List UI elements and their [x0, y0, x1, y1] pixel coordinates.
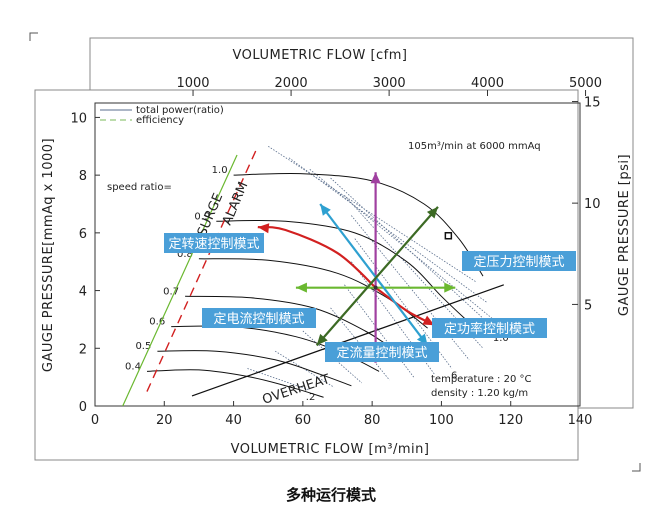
- legend-label: efficiency: [136, 115, 184, 126]
- mode-arrow-head: [320, 204, 331, 216]
- top-tick-label: 4000: [471, 76, 504, 91]
- mode-label-box: [164, 233, 264, 253]
- overheat-line: [191, 284, 504, 397]
- speed-curve-label: 1.0: [212, 165, 228, 176]
- main-frame: [34, 89, 579, 461]
- mode-arrow-head: [257, 223, 270, 234]
- power-line: [247, 368, 310, 391]
- speed-curve-label: 0.7: [163, 286, 179, 297]
- y-tick-label: 6: [79, 227, 87, 242]
- condition-temperature: temperature : 20 °C: [431, 374, 531, 385]
- mode-label: 定压力控制模式: [473, 255, 564, 270]
- speed-curve-label: 0.8: [177, 249, 193, 260]
- top-tick-label: 1000: [176, 76, 209, 91]
- mode-arrow-head: [426, 206, 438, 219]
- power-line: [309, 169, 494, 320]
- figure-caption: 多种运行模式: [285, 486, 376, 504]
- x-axis-title: VOLUMETRIC FLOW [m³/min]: [231, 442, 430, 457]
- rating-note: 105m³/min at 6000 mmAq: [408, 141, 541, 152]
- x-tick-label: 100: [429, 413, 454, 428]
- mode-arrow-line: [319, 203, 429, 347]
- mode-arrow-head: [370, 172, 381, 184]
- operating-point: [373, 285, 378, 290]
- speed-curve-label: 0.5: [135, 341, 151, 352]
- right-tick-label: 10: [584, 197, 601, 212]
- speed-curve: [185, 295, 401, 355]
- right-y-axis-title: GAUGE PRESSURE [psi]: [617, 154, 632, 316]
- power-line-label: 1.0: [493, 333, 509, 344]
- speed-curve: [157, 350, 352, 387]
- mode-label-box: [462, 251, 576, 271]
- speed-curve: [233, 172, 484, 277]
- mode-label: 定电流控制模式: [213, 312, 304, 327]
- y-tick-label: 2: [79, 342, 87, 357]
- legend-label: total power(ratio): [136, 105, 224, 116]
- mode-arrow-line: [315, 206, 439, 347]
- crop-mark-bottom-right: [632, 463, 641, 472]
- mode-arrow-head: [316, 333, 328, 346]
- x-tick-label: 80: [364, 413, 381, 428]
- top-x-axis-title: VOLUMETRIC FLOW [cfm]: [233, 48, 408, 63]
- y-tick-label: 4: [79, 285, 87, 300]
- plot-area: [94, 102, 581, 407]
- mode-label-box: [432, 318, 547, 338]
- top-tick-label: 3000: [373, 76, 406, 91]
- y-tick-label: 8: [79, 169, 87, 184]
- y-tick-label: 0: [79, 400, 87, 415]
- mode-label: 定转速控制模式: [168, 237, 259, 252]
- condition-density: density : 1.20 kg/m: [431, 388, 528, 399]
- speed-curve: [146, 369, 324, 398]
- x-tick-label: 140: [568, 413, 593, 428]
- top-tick-label: 5000: [569, 76, 602, 91]
- surge-line: [122, 154, 238, 407]
- mode-arrow-head: [422, 315, 435, 326]
- power-line: [267, 145, 477, 283]
- speed-curve-label: 0.9: [194, 211, 210, 222]
- mode-label: 定流量控制模式: [336, 346, 427, 361]
- speed-curve-label: 0.6: [149, 317, 165, 328]
- legend: total power(ratio) efficiency: [100, 105, 224, 126]
- mode-arrow-head: [444, 282, 456, 293]
- crop-mark-top-left: [29, 32, 38, 41]
- right-tick-label: 5: [584, 298, 592, 313]
- speed-curve-label: 0.4: [125, 361, 141, 372]
- rated-point: [444, 231, 453, 240]
- x-tick-label: 120: [498, 413, 523, 428]
- y-tick-label: 10: [70, 111, 87, 126]
- speed-ratio-label: speed ratio=: [107, 182, 172, 193]
- x-tick-label: 0: [91, 413, 99, 428]
- x-tick-label: 40: [225, 413, 242, 428]
- power-line: [351, 261, 435, 375]
- power-line-label: .2: [306, 392, 316, 403]
- power-line-label: .6: [448, 370, 458, 381]
- mode-label: 定功率控制模式: [444, 321, 535, 337]
- x-tick-label: 60: [295, 413, 312, 428]
- plot-frame: [94, 102, 581, 407]
- right-tick-label: 15: [584, 96, 601, 111]
- y-axis-title: GAUGE PRESSURE[mmAq x 1000]: [41, 138, 56, 372]
- top-tick-label: 2000: [275, 76, 308, 91]
- mode-arrow-head: [295, 282, 307, 293]
- chart-marks: 0 20 40 60 80 100 120 140 0 2 4 6 8 10 1000 2000 3000 400…: [70, 76, 602, 428]
- x-tick-label: 20: [156, 413, 173, 428]
- mode-label-box: [202, 308, 316, 328]
- mode-label-box: [325, 342, 439, 362]
- power-line: [274, 350, 335, 388]
